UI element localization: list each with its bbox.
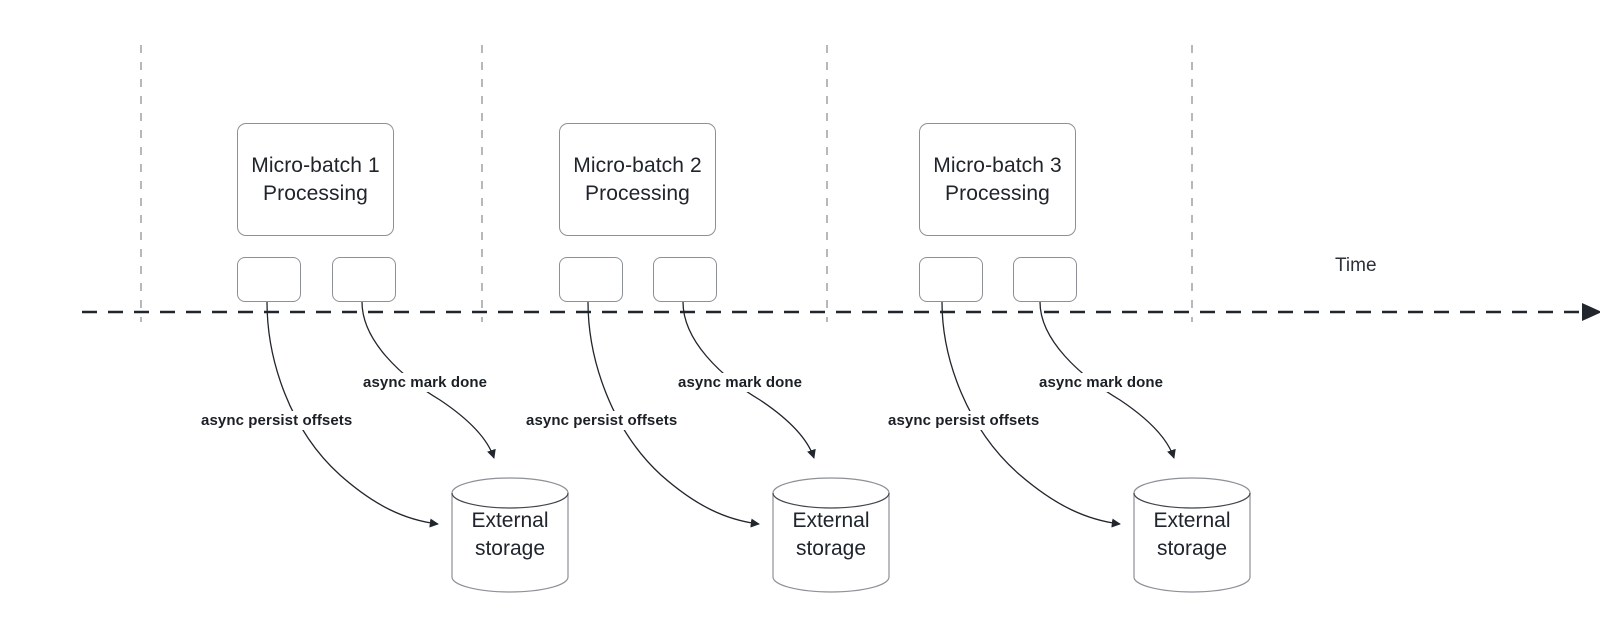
edge-label-persist-offsets-1: async persist offsets	[199, 411, 355, 430]
storage-cylinder-micro-batch-1[interactable]: External storage	[451, 477, 569, 593]
edge-mark-done-2	[682, 301, 816, 459]
cylinder-shape	[451, 477, 569, 593]
edge-mark-done-1	[361, 301, 496, 459]
edge-label-mark-done-3: async mark done	[1037, 373, 1166, 392]
process-box-label: Micro-batch 1 Processing	[251, 153, 380, 205]
cylinder-shape	[1133, 477, 1251, 593]
edge-label-persist-offsets-3: async persist offsets	[886, 411, 1042, 430]
stage-box-stage-1a[interactable]	[237, 257, 301, 302]
edge-label-persist-offsets-2: async persist offsets	[524, 411, 680, 430]
stage-box-stage-3b[interactable]	[1013, 257, 1077, 302]
process-box-micro-batch-2[interactable]: Micro-batch 2 Processing	[559, 123, 716, 236]
stage-box-stage-2a[interactable]	[559, 257, 623, 302]
stage-box-stage-3a[interactable]	[919, 257, 983, 302]
process-box-micro-batch-3[interactable]: Micro-batch 3 Processing	[919, 123, 1076, 236]
edge-persist-offsets-3	[941, 301, 1121, 528]
edge-mark-done-3	[1039, 301, 1176, 459]
storage-cylinder-micro-batch-3[interactable]: External storage	[1133, 477, 1251, 593]
stage-box-stage-2b[interactable]	[653, 257, 717, 302]
process-box-label: Micro-batch 3 Processing	[933, 153, 1062, 205]
process-box-micro-batch-1[interactable]: Micro-batch 1 Processing	[237, 123, 394, 236]
time-axis-label: Time	[1335, 255, 1377, 276]
process-box-label: Micro-batch 2 Processing	[573, 153, 702, 205]
edge-persist-offsets-2	[587, 301, 760, 528]
storage-cylinder-micro-batch-2[interactable]: External storage	[772, 477, 890, 593]
time-axis-arrowhead	[1582, 303, 1600, 321]
edge-persist-offsets-1	[266, 301, 439, 528]
edge-label-mark-done-1: async mark done	[361, 373, 490, 392]
edge-label-mark-done-2: async mark done	[676, 373, 805, 392]
cylinder-shape	[772, 477, 890, 593]
stage-box-stage-1b[interactable]	[332, 257, 396, 302]
